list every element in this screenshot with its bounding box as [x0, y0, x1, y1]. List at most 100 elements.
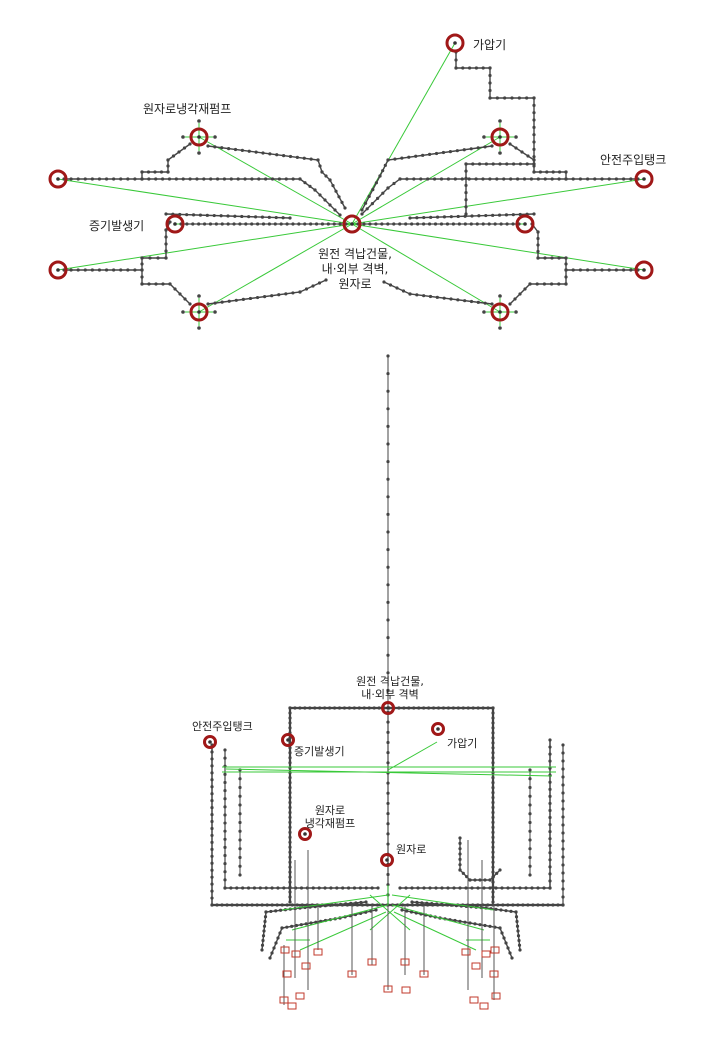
top-spoke-10 — [351, 223, 501, 313]
wire-dot — [104, 268, 109, 272]
wire-dot — [332, 706, 337, 710]
wire-dot — [314, 920, 318, 924]
wire-dot — [342, 706, 347, 710]
wire-dot — [270, 951, 274, 955]
wire-dot — [154, 282, 158, 286]
wire-dot — [551, 170, 555, 174]
wire-dot — [210, 903, 214, 907]
wire-dot — [528, 873, 532, 877]
wire-dot — [164, 235, 168, 239]
wire-dot — [464, 162, 468, 166]
wire-dot — [331, 184, 335, 188]
wire-dot — [486, 903, 490, 907]
wire-dot — [313, 188, 317, 192]
wire-dot — [462, 148, 466, 152]
wire-dot — [528, 785, 532, 790]
wire-dot — [340, 200, 344, 204]
top-spoke-7 — [198, 136, 353, 225]
wire-dot — [557, 282, 561, 286]
cross-tip — [514, 310, 518, 314]
wire-dot — [473, 922, 477, 926]
wire-dot — [470, 214, 474, 218]
wire-dot — [488, 81, 492, 85]
wire-dot — [491, 840, 495, 844]
wire-dot — [386, 158, 390, 162]
wire-dot — [347, 706, 352, 710]
wire-dot — [285, 222, 289, 226]
wire-dot — [622, 268, 626, 272]
wire-dot — [323, 198, 327, 202]
wire-dot — [383, 163, 387, 167]
bottom-node-coolant-pump — [298, 827, 312, 841]
wire-dot — [491, 731, 495, 735]
wire-dot — [564, 170, 568, 174]
wire-dot — [220, 300, 224, 304]
wire-dot — [210, 764, 214, 768]
wire-dot — [293, 706, 297, 710]
wire-dot — [561, 783, 565, 787]
top-node-sg-left — [165, 214, 185, 234]
wire-dot — [229, 177, 233, 181]
wire-dot — [433, 222, 438, 226]
wire-dot — [488, 924, 492, 928]
bottom-label-safety-injection-tank: 안전주입탱크 — [192, 720, 253, 733]
wire-dot — [523, 287, 527, 291]
wire-dot — [247, 149, 251, 153]
wire-dot — [164, 242, 168, 246]
top-node-pump-2 — [189, 302, 209, 322]
top-node-sit-rb — [634, 260, 654, 280]
wire-dot — [532, 96, 536, 100]
wire-dot — [522, 177, 527, 181]
wire-dot — [311, 886, 315, 890]
bottom-anchor-16 — [469, 996, 479, 1004]
wire-dot — [512, 886, 516, 890]
wire-dot — [210, 868, 214, 872]
wire-dot — [439, 222, 444, 226]
wire-dot — [323, 904, 327, 908]
wire-dot — [494, 907, 498, 911]
wire-dot — [288, 810, 292, 815]
wire-dot — [400, 903, 405, 907]
wire-dot — [240, 903, 244, 907]
wire-dot — [514, 910, 518, 914]
wire-dot — [614, 177, 619, 181]
wire-dot — [430, 902, 434, 906]
wire-dot — [449, 903, 454, 907]
wire-dot — [318, 193, 322, 197]
wire-dot — [263, 295, 267, 299]
wire-dot — [511, 222, 515, 226]
wire-dot — [230, 903, 234, 907]
wire-dot — [402, 706, 406, 710]
wire-dot — [159, 170, 164, 174]
wire-dot — [238, 864, 242, 868]
wire-dot — [386, 761, 390, 765]
wire-dot — [491, 213, 495, 217]
bottom-label-coolant-pump-line1: 원자로 — [314, 804, 346, 817]
wire-dot — [83, 177, 87, 181]
wire-dot — [378, 174, 382, 178]
wire-dot — [422, 886, 426, 890]
wire-dot — [337, 706, 342, 710]
wire-dot — [491, 850, 495, 854]
wire-dot — [456, 706, 460, 710]
wire-dot — [407, 155, 411, 159]
wire-dot — [561, 887, 565, 891]
wire-dot — [422, 215, 426, 220]
wire-dot — [550, 256, 554, 260]
wire-dot — [222, 177, 227, 181]
top-wire-rt-upper — [509, 143, 638, 180]
wire-dot — [561, 815, 565, 819]
wire-dot — [543, 177, 547, 181]
wire-dot — [302, 156, 306, 160]
wire-dot — [548, 752, 552, 756]
wire-dot — [614, 268, 619, 272]
node-center — [173, 222, 177, 226]
bottom-anchor-4 — [347, 970, 357, 978]
wire-dot — [344, 902, 348, 906]
wire-dot — [509, 177, 513, 181]
wire-dot — [332, 222, 336, 226]
wire-dot — [435, 295, 439, 299]
wire-dot — [232, 222, 236, 226]
wire-dot — [498, 926, 502, 930]
wire-dot — [451, 222, 456, 226]
